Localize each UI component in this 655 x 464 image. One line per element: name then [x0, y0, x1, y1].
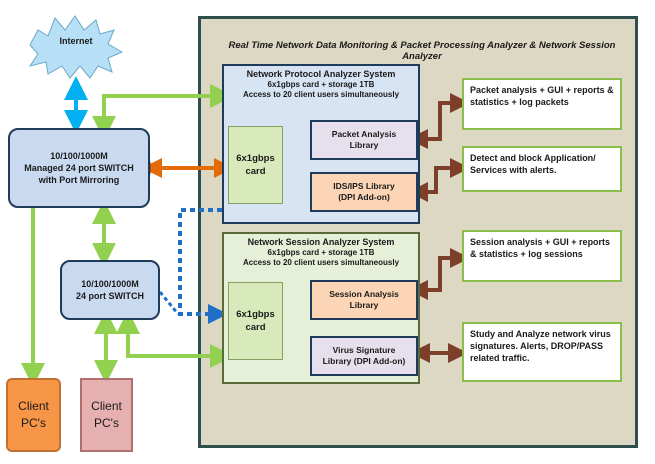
ids-ips-library-line2: (DPI Add-on) — [338, 192, 390, 202]
nsa-card-line2: card — [245, 322, 266, 333]
client-pc-2-line2: PC's — [94, 416, 119, 430]
desc-detect-block: Detect and block Application/ Services w… — [462, 146, 622, 192]
managed-switch: 10/100/1000M Managed 24 port SWITCH with… — [8, 128, 150, 208]
virus-signature-library-line2: Library (DPI Add-on) — [322, 356, 406, 366]
diagram-title: Real Time Network Data Monitoring & Pack… — [228, 40, 616, 62]
managed-switch-line1: 10/100/1000M — [50, 151, 108, 161]
dotted-small-switch-link — [158, 291, 180, 315]
managed-switch-line3: with Port Mirroring — [38, 175, 120, 185]
client-pc-2: Client PC's — [80, 378, 133, 452]
packet-analysis-link — [408, 93, 470, 149]
packet-analysis-library: Packet Analysis Library — [310, 120, 418, 160]
small-switch: 10/100/1000M 24 port SWITCH — [60, 260, 160, 320]
packet-analysis-library-line1: Packet Analysis — [331, 129, 397, 139]
switch-to-npa-arrow — [92, 84, 234, 140]
small-switch-line1: 10/100/1000M — [81, 279, 139, 289]
small-switch-line2: 24 port SWITCH — [75, 291, 144, 301]
npa-line2: Access to 20 client users simultaneously — [242, 90, 400, 99]
npa-title: Network Protocol Analyzer System — [246, 69, 396, 79]
internet-label: Internet — [59, 36, 93, 46]
dotted-npa-to-nsa-link — [178, 208, 228, 324]
npa-card-line1: 6x1gbps — [236, 153, 275, 164]
ids-ips-library-line1: IDS/IPS Library — [333, 181, 395, 191]
client-pc-1-line2: PC's — [21, 416, 46, 430]
packet-analysis-library-line2: Library — [349, 140, 379, 150]
session-analysis-library-line2: Library — [349, 300, 379, 310]
client-pc-1-line1: Client — [18, 399, 49, 413]
virus-signature-library-line1: Virus Signature — [332, 345, 396, 355]
managed-switch-line2: Managed 24 port SWITCH — [24, 163, 134, 173]
ids-ips-library: IDS/IPS Library (DPI Add-on) — [310, 172, 418, 212]
desc-session-analysis: Session analysis + GUI + reports & stati… — [462, 230, 622, 282]
nsa-line2: Access to 20 client users simultaneously — [242, 258, 400, 267]
desc-virus-study: Study and Analyze network virus signatur… — [462, 322, 622, 382]
session-analysis-library: Session Analysis Library — [310, 280, 418, 320]
desc-packet-analysis: Packet analysis + GUI + reports & statis… — [462, 78, 622, 130]
internet-cloud — [28, 15, 124, 79]
virus-signature-library: Virus Signature Library (DPI Add-on) — [310, 336, 418, 376]
ids-link — [408, 158, 470, 202]
nsa-line1: 6x1gbps card + storage 1TB — [267, 248, 375, 257]
client-pc-1: Client PC's — [6, 378, 61, 452]
session-analysis-link — [408, 248, 470, 300]
npa-line1: 6x1gbps card + storage 1TB — [267, 80, 375, 89]
npa-card: 6x1gbps card — [228, 126, 283, 204]
nsa-card-line1: 6x1gbps — [236, 309, 275, 320]
nsa-title: Network Session Analyzer System — [247, 237, 395, 247]
npa-card-line2: card — [245, 166, 266, 177]
client-pc-2-line1: Client — [91, 399, 122, 413]
nsa-card: 6x1gbps card — [228, 282, 283, 360]
small-switch-to-nsa-arrow — [116, 310, 234, 368]
session-analysis-library-line1: Session Analysis — [329, 289, 399, 299]
